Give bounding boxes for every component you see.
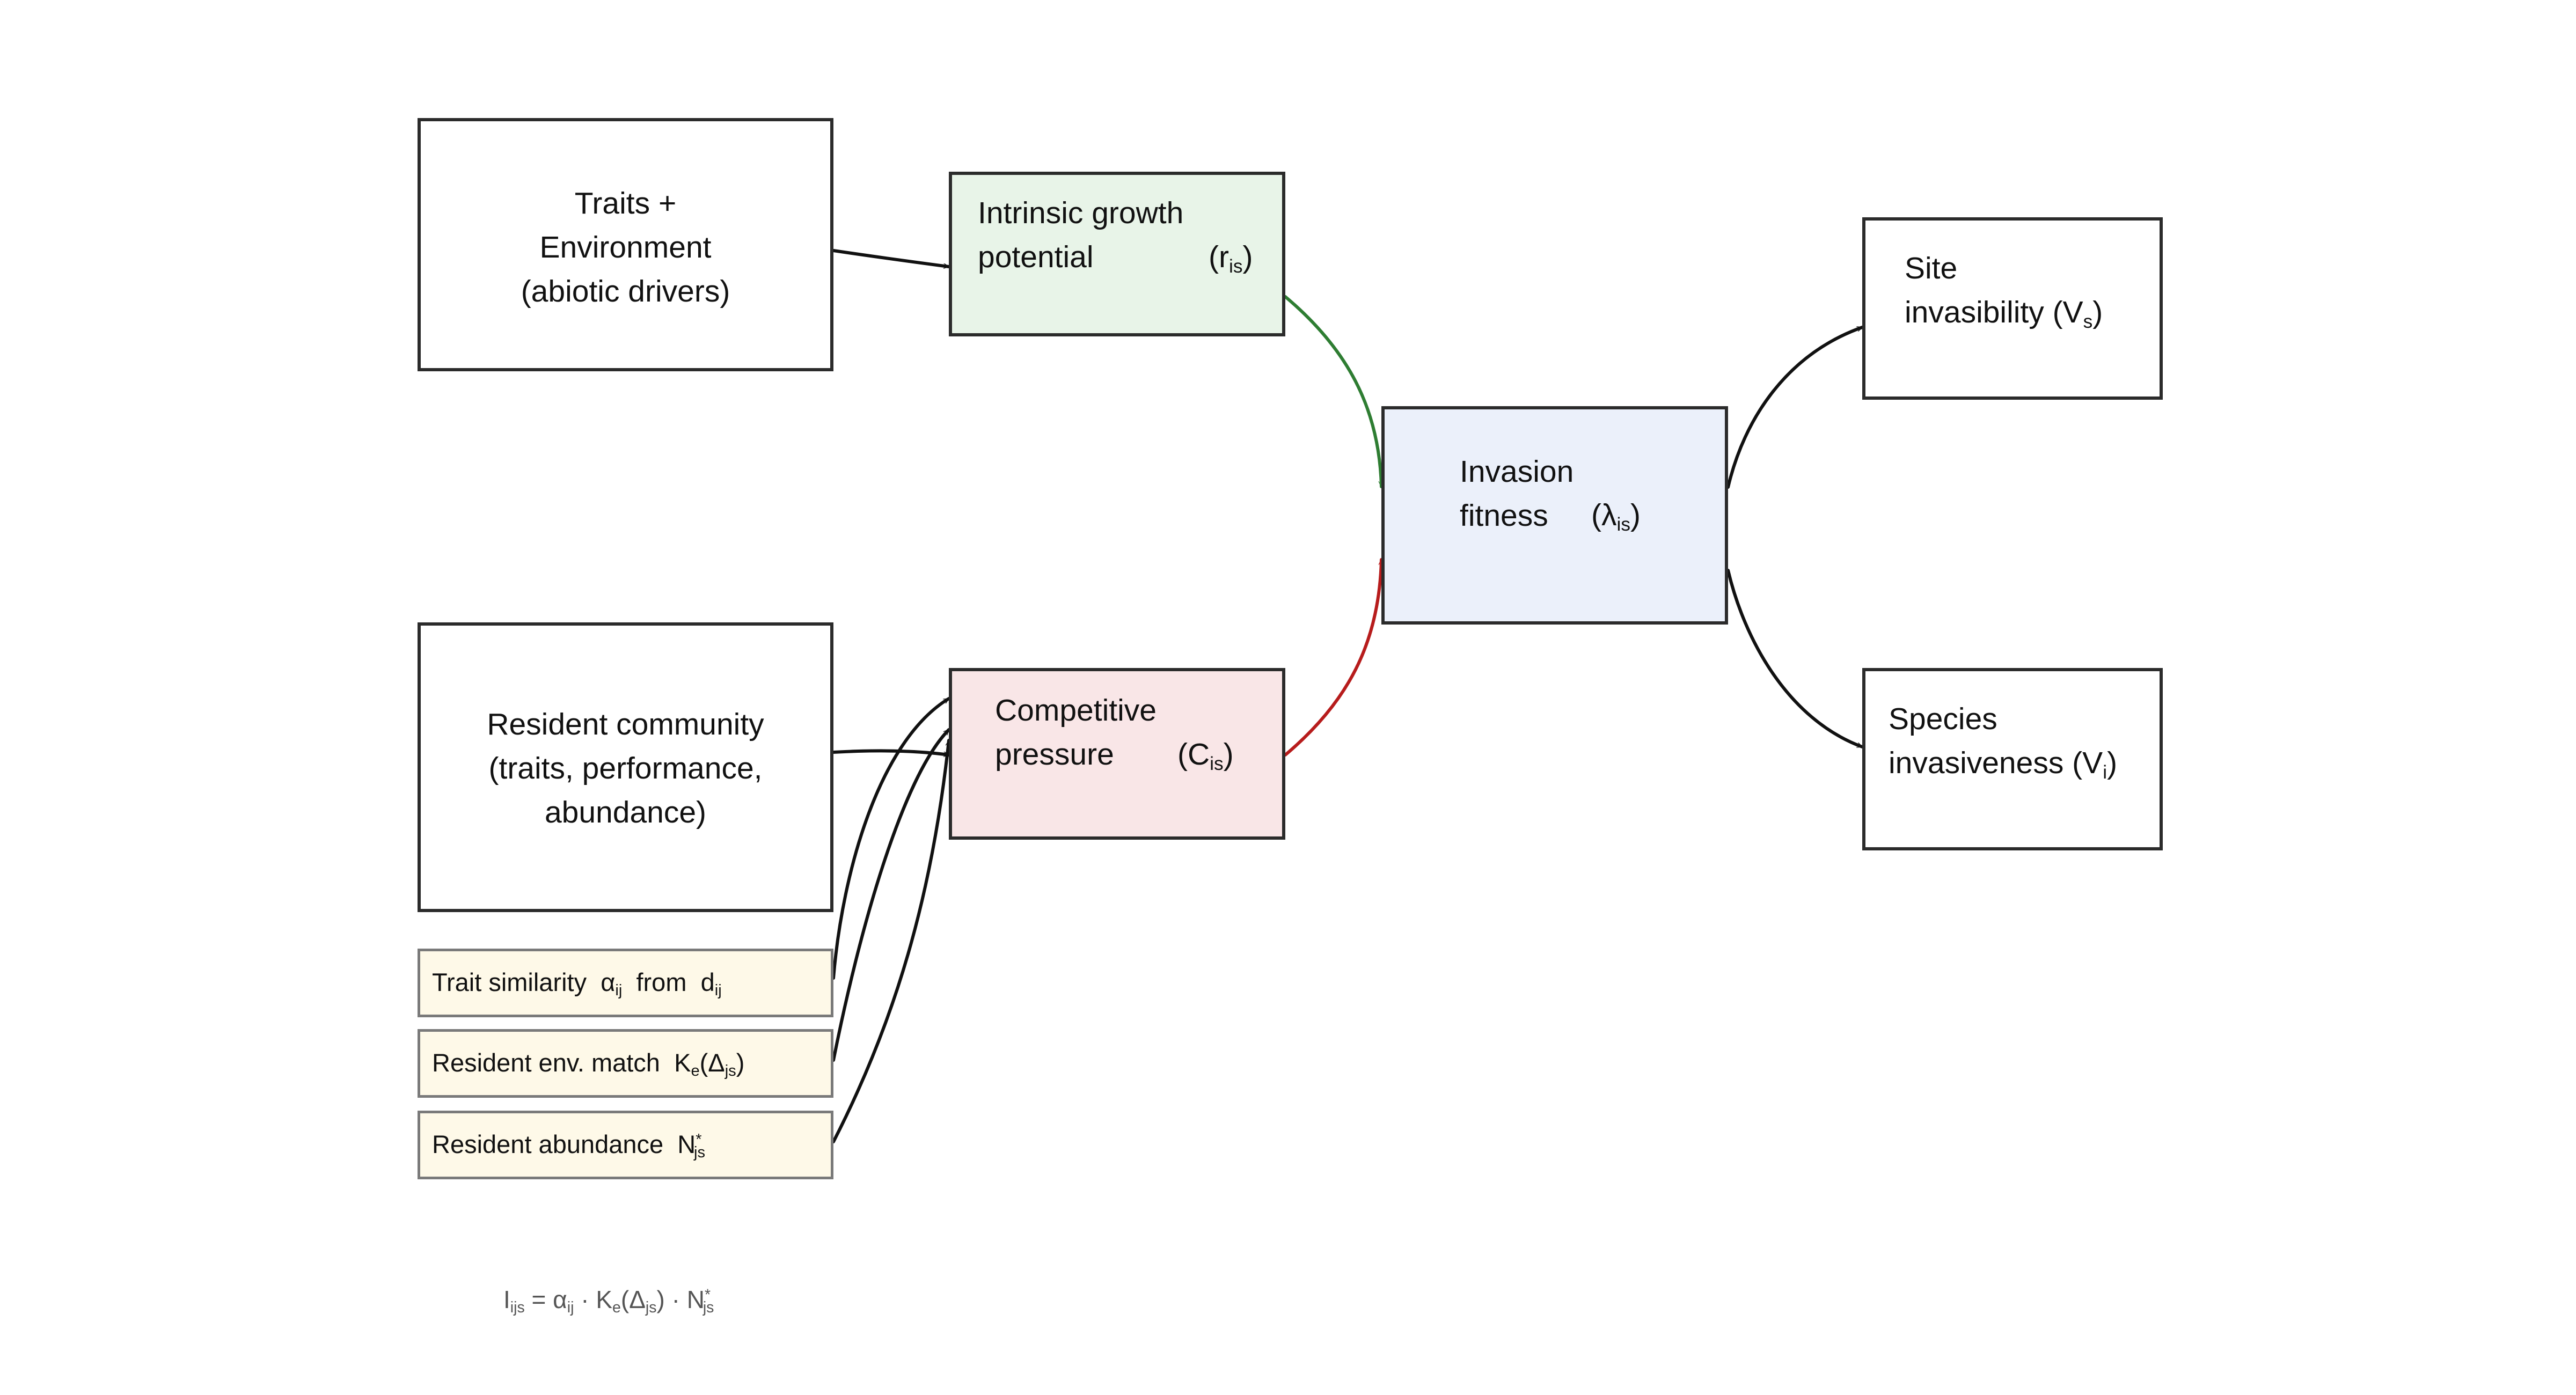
- site-line-1: Site: [1905, 251, 1958, 285]
- intrinsic-symbol: (ris): [1209, 240, 1253, 277]
- arrow-trait-similarity-to-competitive: [832, 697, 950, 980]
- trait-similarity-from: from: [636, 968, 687, 996]
- env-match-note: Resident env. match Ke(Δjs): [418, 1029, 833, 1098]
- env-match-label: Resident env. match: [432, 1048, 660, 1077]
- invasion-fitness-box: Invasion fitness (λis): [1381, 406, 1728, 625]
- arrow-invasion-to-site: [1726, 326, 1864, 489]
- traits-env-line-3: (abiotic drivers): [521, 274, 730, 309]
- arrow-resident-to-competitive: [832, 749, 950, 755]
- resident-community-box: Resident community (traits, performance,…: [418, 622, 833, 912]
- competitive-pressure-box: Competitive pressure (Cis): [949, 668, 1285, 840]
- arrow-competitive-to-invasion: [1284, 558, 1381, 757]
- intrinsic-growth-box: Intrinsic growth potential (ris): [949, 172, 1285, 336]
- intrinsic-line-1: Intrinsic growth: [978, 196, 1184, 230]
- arrow-abundance-to-competitive: [832, 739, 949, 1143]
- trait-similarity-label: Trait similarity: [432, 968, 587, 996]
- arrow-env-match-to-competitive: [832, 728, 950, 1062]
- traits-env-line-1: Traits +: [574, 186, 677, 221]
- env-match-kernel: Ke(Δjs): [674, 1048, 745, 1080]
- arrow-traits-to-intrinsic: [832, 249, 950, 267]
- arrow-invasion-to-species: [1726, 569, 1864, 748]
- resident-line-2: (traits, performance,: [488, 751, 763, 785]
- abundance-note: Resident abundance N*js: [418, 1111, 833, 1179]
- trait-similarity-note: Trait similarity αij from dij: [418, 949, 833, 1017]
- interaction-formula: Iijs = αij · Ke(Δjs) · N*js: [503, 1286, 714, 1316]
- traits-environment-box: Traits + Environment (abiotic drivers): [418, 118, 833, 371]
- competitive-line-1: Competitive: [995, 693, 1157, 728]
- site-invasibility-box: Site invasibility (Vs): [1862, 217, 2163, 400]
- traits-env-line-2: Environment: [539, 230, 712, 265]
- trait-similarity-d: dij: [700, 968, 722, 1000]
- resident-line-3: abundance): [544, 795, 707, 829]
- species-invasiveness-box: Species invasiveness (Vi): [1862, 668, 2163, 850]
- competitive-symbol: (Cis): [1177, 737, 1234, 774]
- invasion-line-2: fitness: [1460, 498, 1548, 533]
- abundance-label: Resident abundance: [432, 1130, 664, 1158]
- site-line-2: invasibility (Vs): [1905, 295, 2103, 332]
- species-line-1: Species: [1889, 702, 1997, 736]
- resident-line-1: Resident community: [487, 707, 764, 741]
- intrinsic-line-2: potential: [978, 240, 1094, 274]
- invasion-line-1: Invasion: [1460, 454, 1574, 489]
- species-line-2: invasiveness (Vi): [1889, 746, 2118, 783]
- abundance-symbol: N*js: [677, 1130, 706, 1162]
- trait-similarity-alpha: αij: [601, 968, 623, 1000]
- invasion-symbol: (λis): [1591, 498, 1641, 535]
- arrow-intrinsic-to-invasion: [1284, 295, 1381, 488]
- competitive-line-2: pressure: [995, 737, 1114, 772]
